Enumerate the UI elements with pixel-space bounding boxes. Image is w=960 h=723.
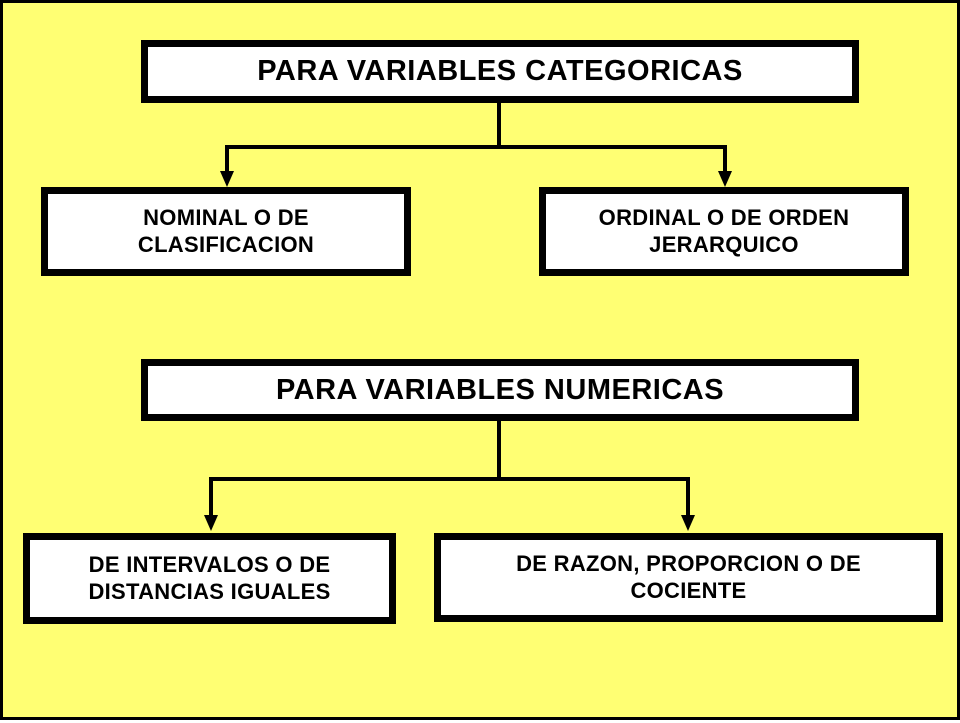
interval-box: DE INTERVALOS O DE DISTANCIAS IGUALES [23,533,396,624]
nominal-box: NOMINAL O DE CLASIFICACION [41,187,411,276]
arrow-to-ordinal-icon [718,171,732,187]
ratio-text-line2: COCIENTE [630,577,747,603]
ordinal-text-line1: ORDINAL O DE ORDEN [598,205,850,231]
categorical-header-box: PARA VARIABLES CATEGORICAS [141,40,859,103]
arrow-to-ratio-icon [681,515,695,531]
nominal-text-line1: NOMINAL O DE [143,205,309,231]
interval-text-line1: DE INTERVALOS O DE [88,552,331,578]
ratio-text-line1: DE RAZON, PROPORCION O DE [516,551,861,577]
ratio-box: DE RAZON, PROPORCION O DE COCIENTE [434,533,943,622]
nominal-text-line2: CLASIFICACION [137,231,315,257]
numerical-header-box: PARA VARIABLES NUMERICAS [141,359,859,421]
connectors [204,103,732,531]
arrow-to-nominal-icon [220,171,234,187]
ordinal-text-line2: JERARQUICO [649,231,799,257]
categorical-connector [225,103,727,173]
interval-text-line2: DISTANCIAS IGUALES [88,578,331,604]
categorical-header-text: PARA VARIABLES CATEGORICAS [257,55,743,88]
numerical-connector [209,421,690,517]
numerical-header-text: PARA VARIABLES NUMERICAS [275,373,725,406]
ordinal-box: ORDINAL O DE ORDEN JERARQUICO [539,187,909,276]
arrow-to-interval-icon [204,515,218,531]
